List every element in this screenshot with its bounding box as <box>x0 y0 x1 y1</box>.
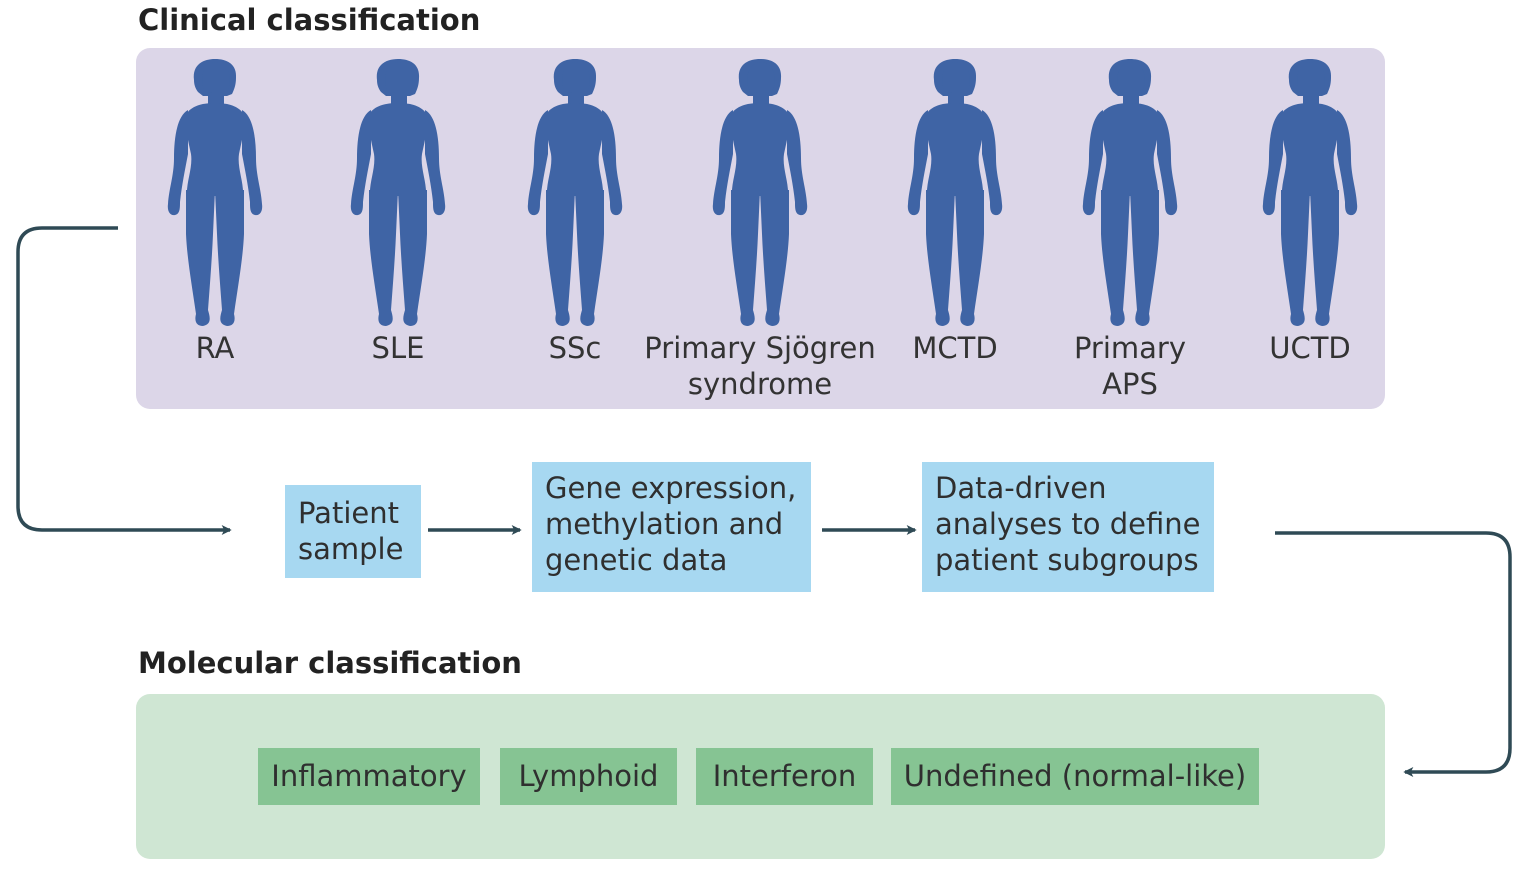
subgroup-inflammatory: Inflammatory <box>258 748 480 805</box>
data-driven-analyses-box: Data-driven analyses to define patient s… <box>922 462 1214 592</box>
box-line: genetic data <box>545 543 728 577</box>
disease-label-line: MCTD <box>912 331 998 365</box>
disease-label-sjogren: Primary Sjögren syndrome <box>640 330 880 402</box>
female-figure-icon <box>1080 58 1180 330</box>
disease-label-line: UCTD <box>1269 331 1351 365</box>
female-figure-icon <box>348 58 448 330</box>
molecular-classification-title: Molecular classification <box>138 646 522 680</box>
female-figure-icon <box>165 58 265 330</box>
box-line: patient subgroups <box>935 543 1199 577</box>
disease-label-line: syndrome <box>687 367 833 401</box>
disease-label-uctd: UCTD <box>1190 330 1430 366</box>
disease-label-mctd: MCTD <box>835 330 1075 366</box>
subgroup-lymphoid: Lymphoid <box>500 748 677 805</box>
disease-label-line: SSc <box>548 331 602 365</box>
disease-label-sle: SLE <box>278 330 518 366</box>
gene-expression-box: Gene expression, methylation and genetic… <box>532 462 811 592</box>
female-figure-icon <box>525 58 625 330</box>
female-figure-icon <box>905 58 1005 330</box>
box-line: Data-driven <box>935 471 1107 505</box>
patient-sample-box: Patient sample <box>285 485 421 578</box>
disease-label-line: Primary Sjögren <box>644 331 876 365</box>
subgroup-undefined: Undefined (normal-like) <box>891 748 1259 805</box>
box-line: Patient <box>298 496 399 530</box>
box-line: sample <box>298 532 404 566</box>
box-line: analyses to define <box>935 507 1201 541</box>
disease-label-ssc: SSc <box>455 330 695 366</box>
disease-label-aps: Primary APS <box>1010 330 1250 402</box>
female-figure-icon <box>710 58 810 330</box>
subgroup-interferon: Interferon <box>696 748 873 805</box>
female-figure-icon <box>1260 58 1360 330</box>
box-line: Gene expression, <box>545 471 797 505</box>
disease-label-line: APS <box>1102 367 1158 401</box>
disease-label-line: Primary <box>1073 331 1187 365</box>
box-line: methylation and <box>545 507 784 541</box>
clinical-classification-title: Clinical classification <box>138 3 481 37</box>
disease-label-line: SLE <box>371 331 425 365</box>
